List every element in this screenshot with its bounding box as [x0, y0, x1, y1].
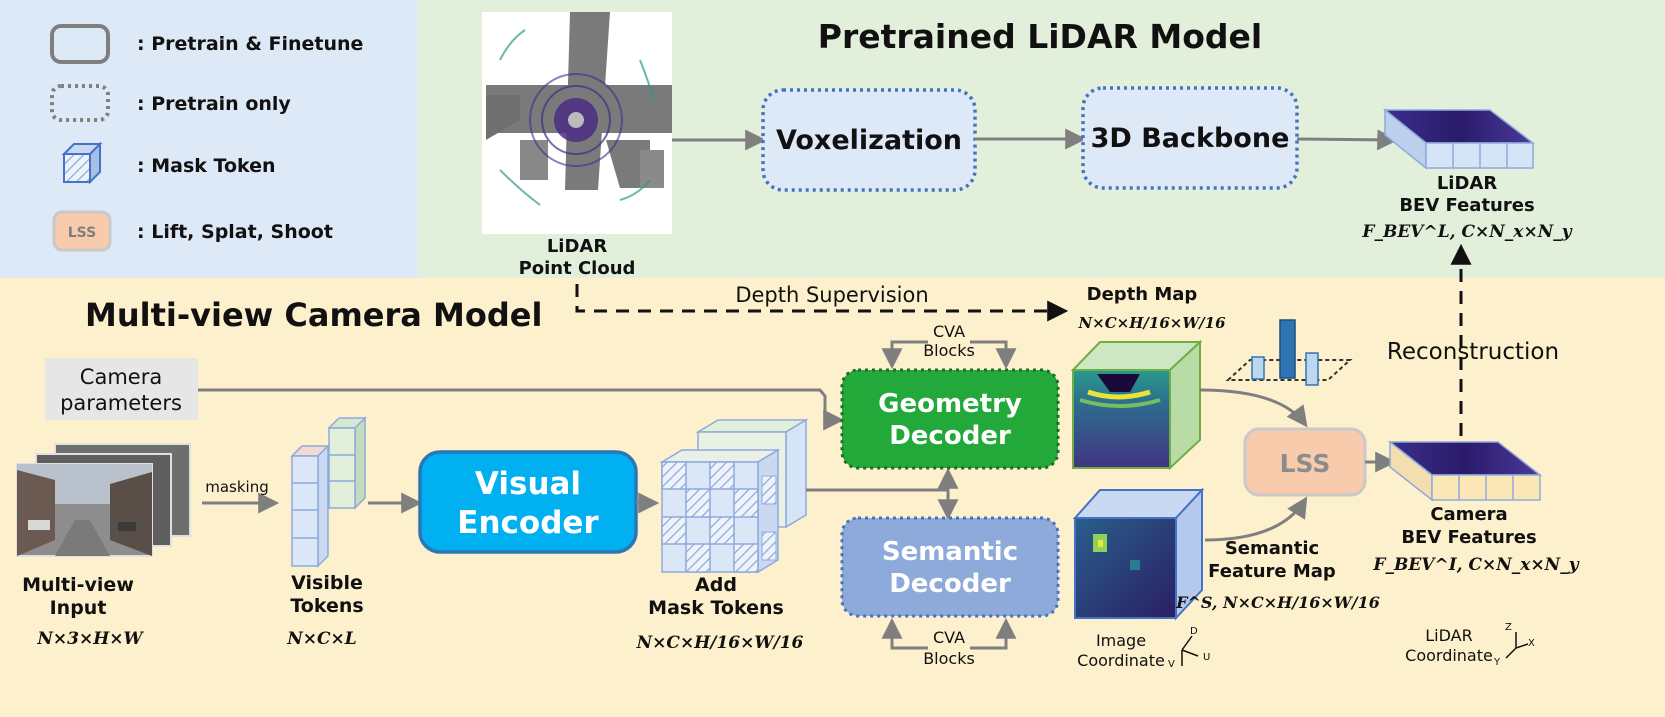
- legend-lss-label: LSS: [68, 225, 96, 241]
- arrow-depth-to-lss: [1199, 388, 1308, 428]
- reconstruction-label: Reconstruction: [1387, 339, 1559, 365]
- arrow-semantic-to-lss: [1204, 496, 1308, 542]
- legend-pretrain-finetune: : Pretrain & Finetune: [137, 33, 363, 55]
- visual-encoder-line1: Visual: [475, 466, 581, 502]
- mask-tokens-formula: N×C×H/16×W/16: [636, 633, 804, 653]
- semantic-decoder-line2: Decoder: [889, 569, 1011, 599]
- axis-v-label: V: [1168, 659, 1175, 670]
- masking-label: masking: [205, 478, 269, 496]
- point-cloud-label-line1: LiDAR: [547, 236, 608, 257]
- cva-bottom-line2: Blocks: [923, 649, 975, 668]
- backbone-label: 3D Backbone: [1091, 123, 1290, 154]
- legend-solid-box-icon: [50, 24, 110, 64]
- camera-bev-formula: F_BEV^I, C×N_x×N_y: [1372, 555, 1579, 575]
- arrow-backbone-to-bev: [1296, 129, 1399, 151]
- lidar-bev-label-line1: LiDAR: [1437, 173, 1498, 194]
- lidar-point-cloud-image: [482, 12, 672, 234]
- legend: : Pretrain & Finetune : Pretrain only : …: [50, 24, 363, 252]
- lidar-coordinate-axes-icon: [1505, 632, 1529, 659]
- geometry-decoder-box: [840, 368, 1060, 470]
- semantic-decoder-box: [840, 516, 1060, 618]
- lidar-bev-label-line2: BEV Features: [1399, 195, 1534, 216]
- semantic-decoder-line1: Semantic: [882, 537, 1018, 567]
- cva-top-loop: [881, 340, 928, 370]
- legend-mask-token: : Mask Token: [137, 155, 276, 177]
- depth-supervision-label: Depth Supervision: [735, 283, 928, 307]
- visible-tokens-stack: [290, 416, 367, 568]
- legend-lss-box: [52, 210, 112, 252]
- lidar-bev-features-slab: [1382, 108, 1536, 170]
- mask-tokens-line2: Mask Tokens: [648, 597, 784, 619]
- depth-map-formula: N×C×H/16×W/16: [1077, 314, 1226, 332]
- cva-top-line2: Blocks: [923, 341, 975, 360]
- multi-view-input-images: [16, 443, 191, 557]
- depth-supervision-arrow: [575, 284, 1069, 322]
- lidar-bev-formula: F_BEV^L, C×N_x×N_y: [1361, 222, 1572, 242]
- visual-encoder-line2: Encoder: [457, 505, 599, 541]
- semantic-map-line2: Feature Map: [1208, 561, 1336, 582]
- multi-view-input-line2: Input: [50, 597, 107, 619]
- camera-params-box: [45, 358, 198, 420]
- depth-map-title: Depth Map: [1087, 284, 1198, 305]
- legend-pretrain-only: : Pretrain only: [137, 93, 291, 115]
- cva-bottom-loop-left: [881, 617, 928, 650]
- axis-u-label: U: [1203, 652, 1210, 663]
- image-coord-line2: Coordinate: [1077, 651, 1165, 670]
- lidar-section-title: Pretrained LiDAR Model: [818, 17, 1262, 56]
- camera-params-line1: Camera: [80, 365, 162, 389]
- image-coord-line1: Image: [1096, 631, 1146, 650]
- axis-x-label: X: [1528, 638, 1535, 649]
- multi-view-input-formula: N×3×H×W: [36, 629, 144, 649]
- mask-token-icon: [61, 141, 103, 185]
- semantic-map-line1: Semantic: [1225, 538, 1319, 559]
- mask-tokens-grid: [659, 418, 809, 574]
- semantic-map-formula: F^S, N×C×H/16×W/16: [1175, 593, 1380, 612]
- mask-tokens-line1: Add: [695, 574, 737, 596]
- depth-histogram-icon: [1225, 319, 1353, 386]
- visible-tokens-formula: N×C×L: [286, 629, 357, 649]
- camera-bev-line2: BEV Features: [1401, 527, 1536, 548]
- visible-tokens-line1: Visible: [291, 572, 363, 594]
- axis-y-label: Y: [1493, 657, 1501, 668]
- camera-params-line2: parameters: [60, 391, 182, 415]
- geometry-decoder-line2: Decoder: [889, 421, 1011, 451]
- depth-map-cube: [1070, 339, 1203, 471]
- camera-bev-features-slab: [1387, 440, 1543, 502]
- legend-dotted-box-icon: [50, 84, 110, 122]
- multi-view-input-line1: Multi-view: [22, 574, 134, 596]
- cva-top-line1: CVA: [933, 322, 965, 341]
- image-coordinate-axes-icon: [1181, 635, 1199, 666]
- geometry-decoder-line1: Geometry: [878, 389, 1022, 419]
- semantic-feature-map-cube: [1072, 487, 1205, 621]
- arrow-camera-params-to-geometry: [198, 388, 845, 431]
- point-cloud-label-line2: Point Cloud: [519, 258, 636, 279]
- cva-bottom-loop-right: [970, 617, 1017, 650]
- camera-section-title: Multi-view Camera Model: [85, 296, 542, 334]
- cva-top-loop-right: [970, 340, 1017, 370]
- lidar-coord-line1: LiDAR: [1425, 626, 1472, 645]
- axis-z-label: Z: [1505, 622, 1512, 633]
- axis-d-label: D: [1190, 626, 1198, 637]
- camera-bev-line1: Camera: [1430, 504, 1507, 525]
- cva-bottom-line1: CVA: [933, 628, 965, 647]
- lidar-coord-line2: Coordinate: [1405, 646, 1493, 665]
- lss-label: LSS: [1280, 449, 1331, 478]
- legend-lss-desc: : Lift, Splat, Shoot: [137, 221, 333, 243]
- backbone-box: [1081, 86, 1299, 190]
- visible-tokens-line2: Tokens: [290, 595, 363, 617]
- voxelization-label: Voxelization: [776, 125, 962, 156]
